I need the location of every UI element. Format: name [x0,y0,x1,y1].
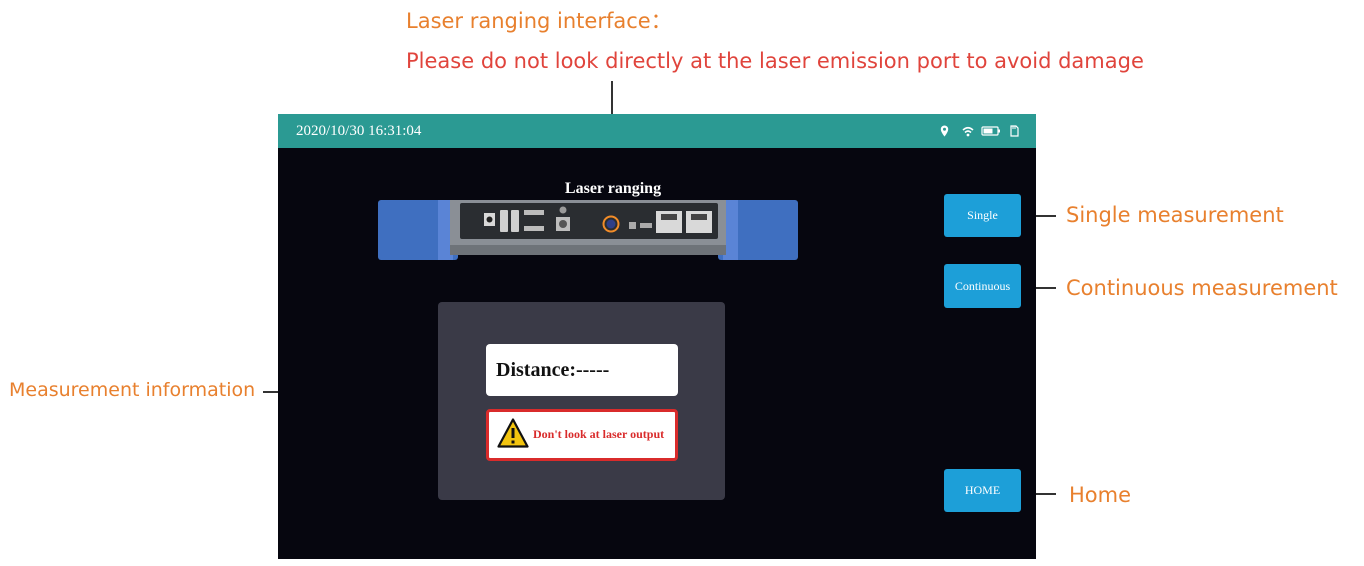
annotation-continuous: Continuous measurement [1066,276,1338,300]
annotation-warning: Please do not look directly at the laser… [406,49,1144,73]
home-button[interactable]: HOME [944,469,1021,512]
single-button[interactable]: Single [944,194,1021,237]
wifi-icon [962,126,974,137]
sd-card-icon [1010,125,1019,137]
warning-icon [497,418,529,448]
distance-display: Distance:----- [486,344,678,396]
location-icon [940,125,949,137]
leader-line-home [1021,493,1056,495]
device-illustration [378,200,798,260]
leader-line-continuous [1021,287,1056,289]
battery-icon [981,126,1000,136]
distance-value: Distance:----- [496,358,610,381]
device-screen: 2020/10/30 16:31:04 Laser ranging [278,114,1036,559]
measurement-panel: Distance:----- Don't look at laser outpu… [438,302,725,500]
annotation-single: Single measurement [1066,203,1284,227]
status-datetime: 2020/10/30 16:31:04 [296,123,422,139]
continuous-button[interactable]: Continuous [944,264,1021,308]
status-bar: 2020/10/30 16:31:04 [278,114,1036,148]
annotation-info: Measurement information [9,379,256,401]
annotation-home: Home [1069,483,1132,507]
screen-title: Laser ranging [564,180,662,197]
warning-text: Don't look at laser output [533,427,665,441]
laser-warning-box: Don't look at laser output [486,409,678,461]
annotation-title: Laser ranging interface： [406,9,672,33]
leader-line-single [1021,215,1056,217]
